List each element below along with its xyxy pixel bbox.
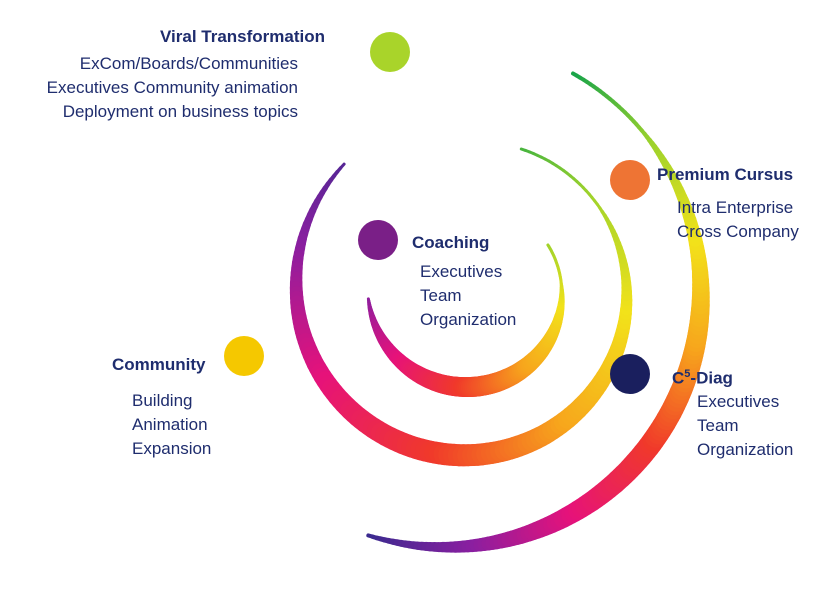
node-coaching-dot	[358, 220, 398, 260]
node-c5diag-title-main: C	[672, 368, 685, 388]
node-viral-title: Viral Transformation	[160, 27, 326, 46]
node-viral-details: ExCom/Boards/Communities Executives Comm…	[47, 52, 298, 124]
node-viral-line: Executives Community animation	[46, 78, 298, 97]
node-premium-line: Intra Enterprise	[677, 198, 794, 217]
node-community-title: Community	[112, 355, 206, 374]
node-coaching-line: Team	[420, 286, 462, 305]
node-c5diag-dot	[610, 354, 650, 394]
node-premium-title: Premium Cursus	[657, 165, 794, 184]
spiral-arcs	[289, 71, 710, 553]
node-viral-line: ExCom/Boards/Communities	[79, 54, 298, 73]
outer-arc-segment	[571, 71, 579, 78]
node-coaching-details: Executives Team Organization	[420, 260, 516, 332]
node-community-line: Building	[132, 391, 193, 410]
node-coaching-title: Coaching	[412, 233, 490, 252]
node-premium-details: Intra Enterprise Cross Company	[677, 196, 799, 244]
node-coaching-line: Executives	[420, 262, 503, 281]
node-c5diag-title-rest: -Diag	[690, 368, 733, 388]
middle-arc-segment	[519, 147, 527, 152]
node-c5diag-line: Executives	[697, 392, 780, 411]
node-viral-line: Deployment on business topics	[62, 102, 298, 121]
node-c5diag-title-sup: 5	[684, 368, 691, 380]
node-community-line: Animation	[132, 415, 208, 434]
node-c5diag-title: C5-Diag	[672, 363, 733, 390]
inner-arc-segment	[546, 243, 551, 248]
node-premium-dot	[610, 160, 650, 200]
node-c5diag-line: Team	[697, 416, 739, 435]
node-viral-dot	[370, 32, 410, 72]
node-c5diag-line: Organization	[697, 440, 794, 459]
node-community-dot	[224, 336, 264, 376]
node-coaching-line: Organization	[420, 310, 517, 329]
node-community-details: Building Animation Expansion	[132, 389, 211, 461]
node-community-line: Expansion	[132, 439, 212, 458]
node-c5diag-details: Executives Team Organization	[697, 390, 793, 462]
node-premium-line: Cross Company	[677, 222, 799, 241]
